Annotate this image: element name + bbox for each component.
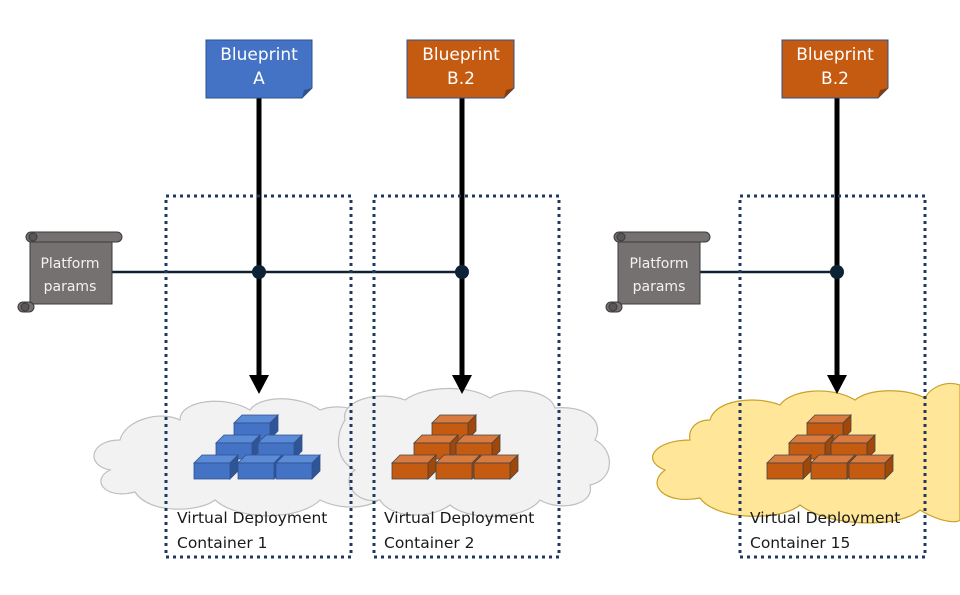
platform-params-2-line1: Platform xyxy=(629,256,688,272)
container-1-line2: Container 1 xyxy=(177,534,268,552)
container-box-15 xyxy=(738,194,927,559)
platform-params-1: Platform params xyxy=(17,231,123,313)
arrowhead-3 xyxy=(827,375,847,394)
container-box-2 xyxy=(372,194,561,559)
platform-params-1-line2: params xyxy=(44,279,97,295)
blueprint-b2-second-line1: Blueprint xyxy=(796,45,874,65)
container-2-line2: Container 2 xyxy=(384,534,475,552)
platform-params-1-line1: Platform xyxy=(40,256,99,272)
blueprint-b2-second-line2: B.2 xyxy=(821,69,849,89)
junction-dot-1 xyxy=(252,265,266,279)
blueprint-b2: Blueprint B.2 xyxy=(406,39,515,99)
junction-dot-3 xyxy=(830,265,844,279)
blueprint-b2-second: Blueprint B.2 xyxy=(781,39,889,99)
blueprint-a-line2: A xyxy=(253,69,265,89)
blueprint-a-line1: Blueprint xyxy=(220,45,298,65)
container-label-15: Virtual Deployment Container 15 xyxy=(750,509,900,552)
blueprint-a: Blueprint A xyxy=(205,39,313,99)
container-label-1: Virtual Deployment Container 1 xyxy=(177,509,327,552)
junction-dot-2 xyxy=(455,265,469,279)
container-15-line1: Virtual Deployment xyxy=(750,509,900,527)
platform-params-2: Platform params xyxy=(605,231,711,313)
arrowhead-1 xyxy=(249,375,269,394)
container-2-line1: Virtual Deployment xyxy=(384,509,534,527)
container-label-2: Virtual Deployment Container 2 xyxy=(384,509,534,552)
container-1-line1: Virtual Deployment xyxy=(177,509,327,527)
container-box-1 xyxy=(164,194,353,559)
container-15-line2: Container 15 xyxy=(750,534,850,552)
blueprint-b2-line2: B.2 xyxy=(447,69,475,89)
platform-params-2-line2: params xyxy=(633,279,686,295)
blueprint-b2-line1: Blueprint xyxy=(422,45,500,65)
arrowhead-2 xyxy=(452,375,472,394)
